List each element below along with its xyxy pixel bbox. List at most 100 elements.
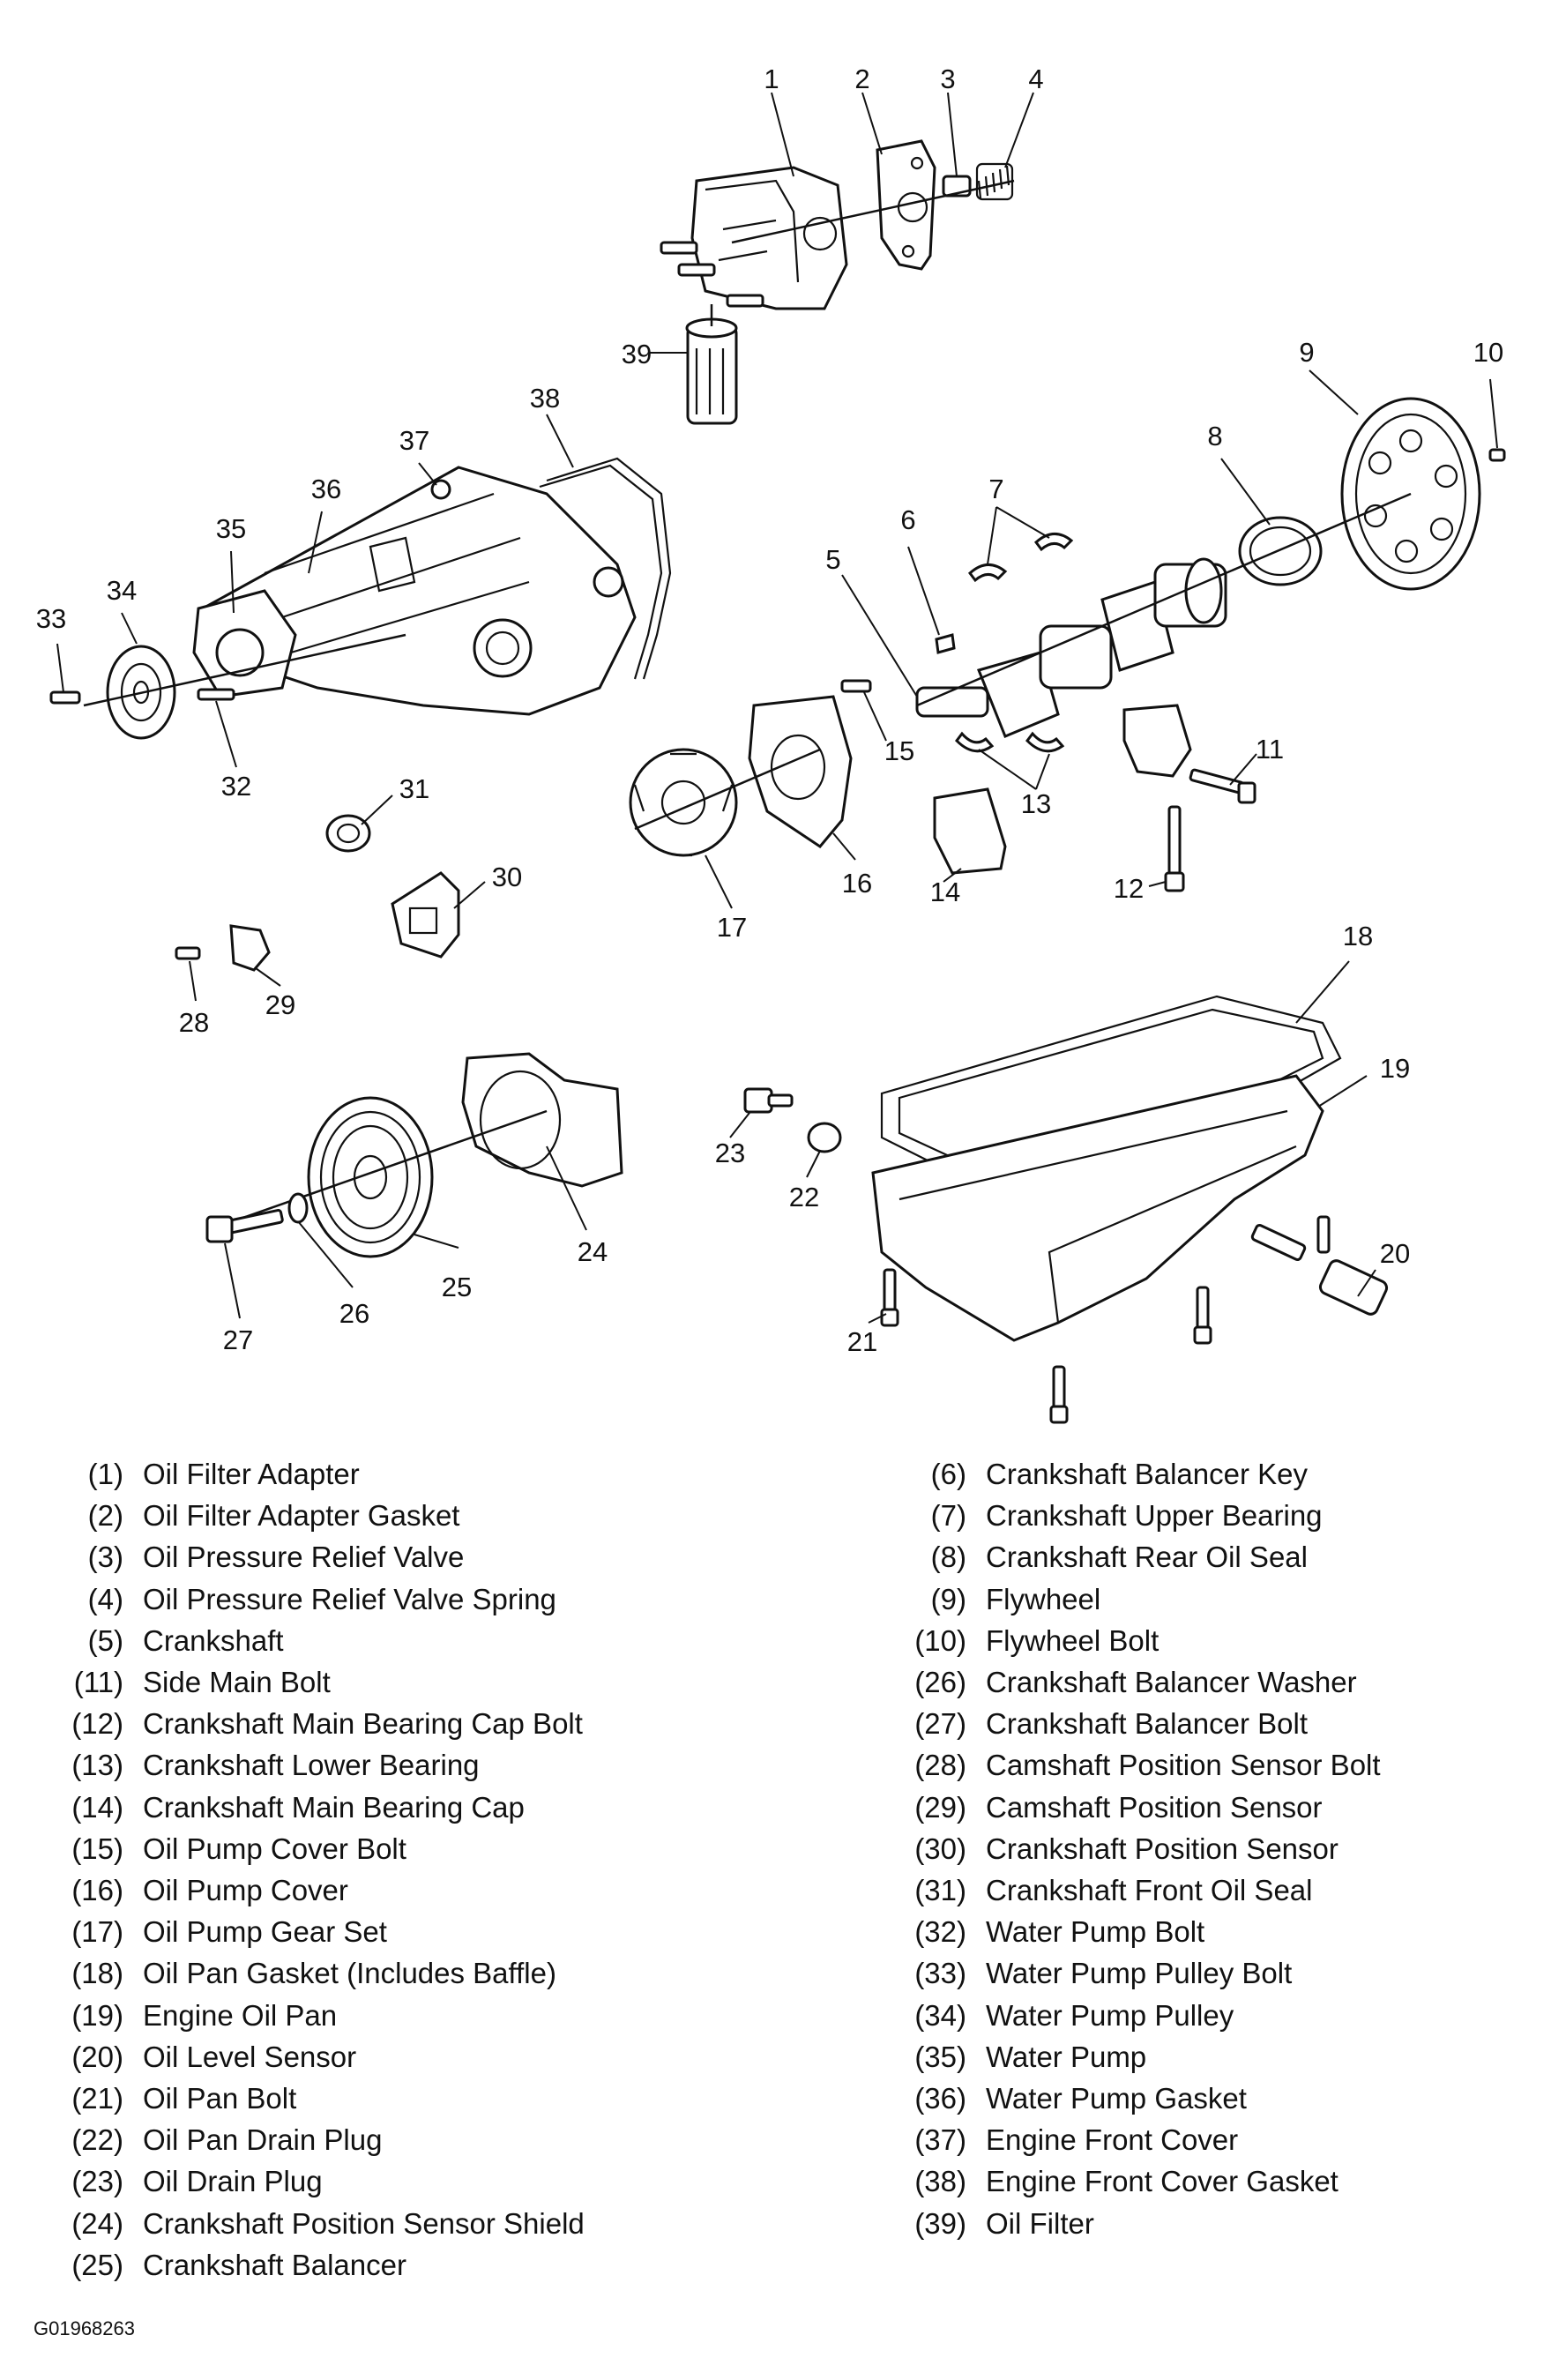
oil-pump-cover <box>748 695 853 848</box>
legend-item-number: (29) <box>914 1790 966 1824</box>
legend-item-label: Oil Pan Gasket (Includes Baffle) <box>143 1957 556 1990</box>
legend-item: (14)Crankshaft Main Bearing Cap <box>39 1787 744 1828</box>
oil-pan-gasket <box>880 995 1342 1175</box>
legend-item-label: Oil Filter Adapter Gasket <box>143 1499 460 1533</box>
legend-item-number: (24) <box>71 2206 123 2240</box>
legend-item-label: Crankshaft Rear Oil Seal <box>986 1541 1308 1574</box>
callout-37: 37 <box>399 425 429 456</box>
legend-item: (35)Water Pump <box>882 2036 1517 2078</box>
legend-item: (17)Oil Pump Gear Set <box>39 1911 744 1952</box>
legend-item-label: Oil Pressure Relief Valve Spring <box>143 1582 556 1615</box>
crankshaft-position-sensor <box>391 871 460 959</box>
legend-item-number: (3) <box>87 1541 123 1574</box>
callout-11: 11 <box>1256 734 1284 765</box>
legend-item: (5)Crankshaft <box>39 1620 744 1661</box>
legend-item-number: (1) <box>87 1458 123 1490</box>
callout-30: 30 <box>492 862 522 892</box>
legend-item-label: Engine Oil Pan <box>143 1998 338 2032</box>
crankshaft-balancer-bolt <box>205 1208 284 1243</box>
crankshaft-main-bearing-cap-bolt <box>1164 805 1185 892</box>
legend-item-label: Oil Pump Cover Bolt <box>143 1832 406 1865</box>
water-pump-bolt <box>197 688 235 701</box>
callout-numbers: 1 2 3 4 5 6 7 8 9 10 11 12 13 14 15 16 1… <box>36 63 1503 1357</box>
callout-20: 20 <box>1380 1238 1410 1269</box>
legend-item: (25)Crankshaft Balancer <box>39 2244 744 2286</box>
legend-item-label: Crankshaft Balancer Washer <box>986 1666 1357 1699</box>
callout-23: 23 <box>715 1138 745 1168</box>
legend-item: (9)Flywheel <box>882 1578 1517 1620</box>
oil-pan-drain-plug <box>807 1122 842 1153</box>
exploded-engine-diagram: 1 2 3 4 5 6 7 8 9 10 11 12 13 14 15 16 1… <box>36 63 1506 1424</box>
callout-33: 33 <box>36 603 66 634</box>
legend-item-number: (7) <box>930 1499 966 1533</box>
crankshaft-upper-bearing <box>967 533 1074 583</box>
oil-pump-gear-set <box>629 748 738 857</box>
legend-item-number: (26) <box>914 1666 966 1699</box>
crankshaft-balancer <box>307 1096 434 1258</box>
legend-item-number: (2) <box>87 1499 123 1533</box>
legend-item-number: (20) <box>71 2040 123 2073</box>
legend-item-number: (23) <box>71 2165 123 2198</box>
legend-item: (11) Side Main Bolt <box>39 1661 744 1703</box>
legend-item: (32)Water Pump Bolt <box>882 1911 1517 1952</box>
crankshaft-balancer-key <box>935 633 956 654</box>
parts-legend-left: (1) Oil Filter Adapter (2) Oil Filter Adap… <box>39 1453 744 2286</box>
legend-item-label: Oil Pump Cover <box>143 1874 348 1907</box>
legend-item: (39)Oil Filter <box>882 2203 1517 2244</box>
callout-36: 36 <box>311 474 341 504</box>
crankshaft-balancer-washer <box>287 1192 309 1224</box>
legend-item-number: (36) <box>914 2082 966 2115</box>
legend-item-number: (14) <box>71 1790 123 1824</box>
legend-item-number: (16) <box>71 1874 123 1907</box>
oil-pan-bolts <box>880 1215 1331 1424</box>
callout-2: 2 <box>854 63 869 94</box>
legend-item: (3)Oil Pressure Relief Valve <box>39 1536 744 1578</box>
legend-item-label: Oil Level Sensor <box>143 2040 357 2073</box>
callout-38: 38 <box>530 383 560 414</box>
callout-15: 15 <box>884 735 914 766</box>
legend-item: (1) Oil Filter Adapter <box>39 1453 744 1495</box>
legend-item-number: (18) <box>71 1957 123 1990</box>
oil-filter <box>685 304 738 425</box>
callout-8: 8 <box>1207 421 1222 451</box>
legend-item-label: Water Pump Pulley <box>986 1998 1234 2032</box>
legend-item-label: Oil Filter Adapter <box>143 1458 360 1490</box>
crankshaft-lower-bearing <box>955 731 1065 753</box>
legend-item-number: (6) <box>930 1458 966 1490</box>
legend-item-number: (37) <box>914 2123 966 2157</box>
legend-item: (29)Camshaft Position Sensor <box>882 1787 1517 1828</box>
engine-front-cover-gasket <box>539 457 672 680</box>
water-pump <box>192 589 297 698</box>
legend-item: (12)Crankshaft Main Bearing Cap Bolt <box>39 1703 744 1744</box>
oil-filter-adapter <box>690 166 848 310</box>
legend-item-label: Crankshaft Front Oil Seal <box>986 1874 1313 1907</box>
legend-item-number: (8) <box>930 1541 966 1574</box>
legend-item: (19)Engine Oil Pan <box>39 1995 744 2036</box>
legend-item-number: (4) <box>87 1582 123 1615</box>
legend-item: (31)Crankshaft Front Oil Seal <box>882 1869 1517 1911</box>
legend-item: (4) Oil Pressure Relief Valve Spring <box>39 1578 744 1620</box>
legend-item: (20) Oil Level Sensor <box>39 2036 744 2078</box>
callout-26: 26 <box>339 1298 369 1329</box>
legend-item: (2) Oil Filter Adapter Gasket <box>39 1495 744 1536</box>
callout-32: 32 <box>221 771 251 802</box>
callout-3: 3 <box>940 63 955 94</box>
oil-pump-cover-bolt <box>840 679 872 693</box>
callout-34: 34 <box>107 575 137 606</box>
legend-item-number: (21) <box>71 2082 123 2115</box>
legend-item-label: Oil Pump Gear Set <box>143 1915 387 1949</box>
legend-item-label: Side Main Bolt <box>143 1666 331 1699</box>
legend-item: (28)Camshaft Position Sensor Bolt <box>882 1744 1517 1786</box>
callout-5: 5 <box>825 544 840 575</box>
legend-item-number: (13) <box>71 1749 123 1782</box>
legend-item-number: (11) <box>73 1666 123 1699</box>
legend-item: (33)Water Pump Pulley Bolt <box>882 1952 1517 1994</box>
legend-item-number: (10) <box>914 1623 966 1657</box>
legend-item: (22)Oil Pan Drain Plug <box>39 2119 744 2160</box>
engine-oil-pan <box>871 1074 1324 1342</box>
legend-item-number: (28) <box>914 1749 966 1782</box>
legend-item-label: Oil Drain Plug <box>143 2165 323 2198</box>
legend-item-label: Water Pump Gasket <box>986 2082 1247 2115</box>
callout-19: 19 <box>1380 1053 1410 1084</box>
legend-item-number: (34) <box>914 1998 966 2032</box>
